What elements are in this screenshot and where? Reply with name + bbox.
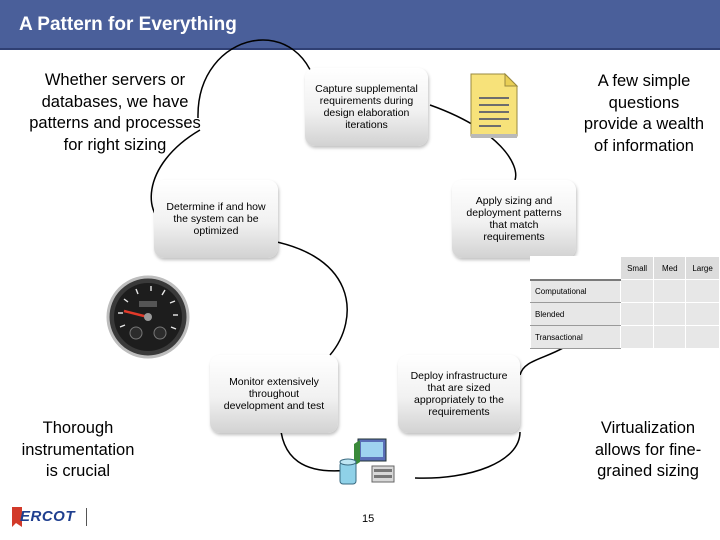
table-row-label: Transactional — [530, 325, 621, 349]
step-monitor-card: Monitor extensively throughout developme… — [210, 355, 338, 433]
step-line: requirements — [428, 406, 490, 418]
step-line: deployment patterns — [466, 207, 562, 219]
callout-line: provide a wealth — [583, 115, 705, 133]
step-line: that match — [489, 219, 539, 231]
table-cell — [619, 302, 655, 326]
step-line: appropriately to the — [414, 394, 504, 406]
callout-top-right: A few simple questions provide a wealth … — [570, 71, 718, 157]
step-line: Deploy infrastructure — [410, 370, 508, 382]
table-cell — [619, 325, 655, 349]
callout-line: Virtualization — [600, 419, 696, 437]
step-capture-card: Capture supplemental requirements during… — [305, 68, 428, 146]
callout-top-left: Whether servers or databases, we have pa… — [18, 70, 212, 156]
sizing-table: Small Med Large Computational Blended Tr… — [530, 256, 720, 349]
table-cell — [685, 325, 720, 349]
table-cell — [653, 325, 687, 349]
step-line: requirements — [483, 231, 545, 243]
callout-line: Whether servers or — [44, 71, 186, 89]
step-line: development and test — [223, 400, 325, 412]
ercot-logo-icon — [12, 507, 22, 527]
step-optimize-card: Determine if and how the system can be o… — [154, 180, 278, 258]
document-icon — [470, 72, 519, 138]
gauge-icon — [106, 275, 190, 359]
step-line: requirements during — [319, 95, 414, 107]
title-bar: A Pattern for Everything — [0, 0, 720, 50]
page-title: A Pattern for Everything — [19, 14, 237, 35]
table-row: Transactional — [530, 325, 720, 349]
table-cell — [685, 279, 720, 303]
callout-line: of information — [594, 136, 694, 155]
servers-icon — [339, 438, 395, 485]
callout-line: grained sizing — [597, 462, 699, 480]
table-row: Computational — [530, 279, 720, 303]
table-row-label: Computational — [530, 279, 621, 303]
step-line: design elaboration — [323, 107, 410, 119]
table-cell — [653, 302, 687, 326]
step-line: Monitor extensively — [229, 376, 319, 388]
step-line: the system can be — [173, 213, 259, 225]
step-deploy-card: Deploy infrastructure that are sized app… — [398, 355, 520, 433]
callout-line: databases, we have — [41, 92, 189, 111]
callout-bottom-right: Virtualization allows for fine- grained … — [580, 418, 716, 483]
table-row-label: Blended — [530, 302, 621, 326]
step-line: that are sized — [427, 382, 491, 394]
page-number: 15 — [362, 513, 375, 525]
callout-line: for right sizing — [63, 135, 167, 154]
table-header: Med — [653, 256, 687, 280]
callout-line: Thorough — [42, 419, 114, 437]
callout-line: allows for fine- — [594, 440, 702, 459]
step-line: iterations — [345, 119, 388, 131]
callout-line: questions — [608, 93, 680, 112]
callout-bottom-left: Thorough instrumentation is crucial — [10, 418, 146, 483]
callout-line: is crucial — [45, 462, 111, 480]
table-cell — [619, 279, 655, 303]
table-cell — [653, 279, 687, 303]
table-corner — [530, 256, 621, 281]
step-line: Apply sizing and — [475, 195, 553, 207]
callout-line: A few simple — [597, 72, 691, 90]
step-apply-card: Apply sizing and deployment patterns tha… — [452, 180, 576, 258]
table-header: Small — [619, 256, 655, 280]
footer-logo: ERCOT — [20, 508, 75, 525]
step-line: throughout — [248, 388, 300, 400]
callout-line: instrumentation — [21, 440, 135, 459]
footer-divider — [86, 508, 87, 526]
callout-line: patterns and processes — [29, 114, 201, 132]
table-cell — [685, 302, 720, 326]
table-row: Blended — [530, 302, 720, 326]
step-line: Determine if and how — [166, 201, 266, 213]
step-line: optimized — [193, 225, 239, 237]
table-header: Large — [685, 256, 720, 280]
step-line: Capture supplemental — [315, 83, 418, 95]
